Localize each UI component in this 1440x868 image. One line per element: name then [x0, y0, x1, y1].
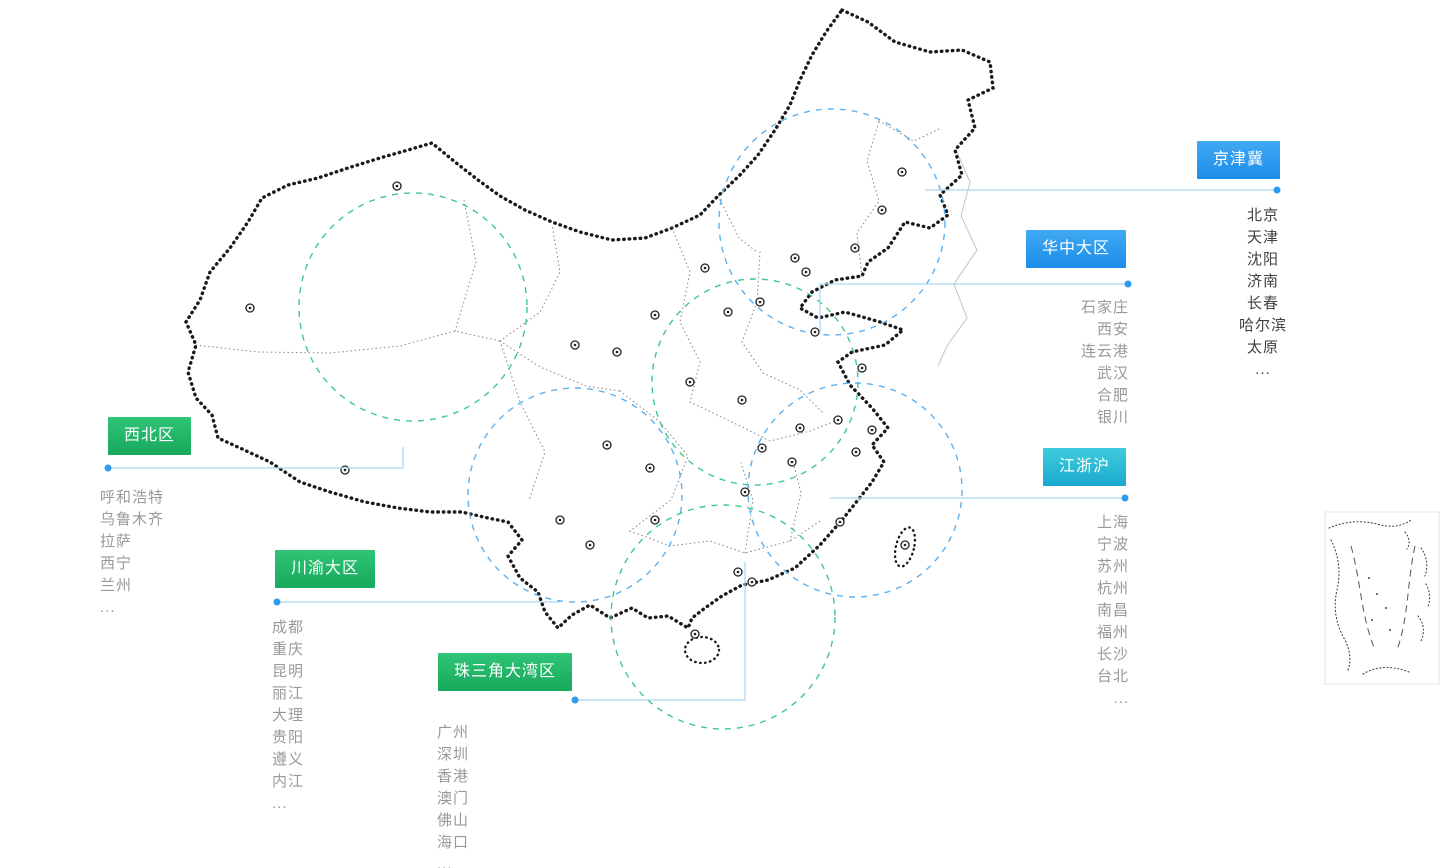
city: 太原: [1246, 339, 1279, 356]
south-china-sea-inset: [1324, 511, 1440, 685]
city: 杭州: [1096, 580, 1129, 597]
city: 台北: [1096, 668, 1129, 685]
city: 南昌: [1096, 602, 1129, 619]
connector-lines: [108, 189, 1277, 701]
region-tag-jingjinji: 京津冀: [1197, 141, 1281, 179]
circle-zhusanjiao: [610, 504, 836, 730]
city: 上海: [1096, 514, 1129, 531]
city: 海口: [437, 834, 470, 851]
province-borders: [195, 120, 940, 554]
city: ...: [272, 795, 288, 812]
region-tag-jiangzhehu: 江浙沪: [1043, 448, 1127, 486]
city: 佛山: [437, 812, 470, 829]
circle-jiangzhehu: [747, 382, 963, 598]
city: 重庆: [272, 641, 305, 658]
region-tag-chuanyu: 川渝大区: [275, 550, 376, 588]
city: 香港: [437, 768, 470, 785]
region-tag-xibei: 西北区: [108, 417, 192, 455]
city-list-huazhong: 石家庄 西安 连云港 武汉 合肥 银川: [1025, 297, 1129, 429]
city: 长沙: [1096, 646, 1129, 663]
connector-huazhong: [819, 283, 1128, 332]
city: 呼和浩特: [100, 489, 165, 506]
connector-zhusanjiao: [575, 562, 746, 701]
connector-xibei: [108, 447, 404, 469]
city: 宁波: [1096, 536, 1129, 553]
city-list-jiangzhehu: 上海 宁波 苏州 杭州 南昌 福州 长沙 台北 ...: [1025, 512, 1129, 710]
city: 内江: [272, 773, 305, 790]
circle-jingjinji: [718, 108, 946, 336]
region-circles: [298, 108, 963, 730]
taiwan-island: [893, 526, 917, 568]
city: 拉萨: [100, 533, 133, 550]
city: 丽江: [272, 685, 305, 702]
city: 大理: [272, 707, 305, 724]
city: 哈尔滨: [1238, 317, 1287, 334]
region-tag-zhusanjiao: 珠三角大湾区: [438, 653, 573, 691]
city: 遵义: [272, 751, 305, 768]
city: 西宁: [100, 555, 133, 572]
city-list-jingjinji: 北京 天津 沈阳 济南 长春 哈尔滨 太原 ...: [1211, 205, 1315, 381]
city: 澳门: [437, 790, 470, 807]
city: 连云港: [1080, 343, 1129, 360]
hainan-island: [683, 635, 721, 665]
city: 苏州: [1096, 558, 1129, 575]
city: 成都: [272, 619, 305, 636]
city: 天津: [1246, 229, 1279, 246]
city: 广州: [437, 724, 470, 741]
city: ...: [100, 599, 116, 616]
city: 兰州: [100, 577, 133, 594]
city: 西安: [1096, 321, 1129, 338]
circle-huazhong: [651, 278, 859, 486]
circle-chuanyu: [467, 387, 683, 603]
connector-dots: [104, 186, 1281, 704]
city: 银川: [1096, 409, 1129, 426]
city: ...: [1255, 361, 1271, 378]
city: 济南: [1246, 273, 1279, 290]
city: 北京: [1246, 207, 1279, 224]
city: 深圳: [437, 746, 470, 763]
china-outline: [184, 7, 995, 665]
city: 福州: [1096, 624, 1129, 641]
circle-xibei: [298, 192, 528, 422]
city: ...: [1113, 690, 1129, 707]
city: 长春: [1246, 295, 1279, 312]
city: 武汉: [1096, 365, 1129, 382]
city: 贵阳: [272, 729, 305, 746]
region-tag-huazhong: 华中大区: [1026, 230, 1127, 268]
city: 乌鲁木齐: [100, 511, 165, 528]
city-list-zhusanjiao: 广州 深圳 香港 澳门 佛山 海口 ...: [437, 722, 557, 868]
city: 石家庄: [1080, 299, 1129, 316]
city-list-xibei: 呼和浩特 乌鲁木齐 拉萨 西宁 兰州 ...: [100, 487, 220, 619]
neighbor-coastline: [937, 149, 978, 367]
city: 合肥: [1096, 387, 1129, 404]
city: 昆明: [272, 663, 305, 680]
city: 沈阳: [1246, 251, 1279, 268]
city: ...: [437, 856, 453, 868]
city-list-chuanyu: 成都 重庆 昆明 丽江 大理 贵阳 遵义 内江 ...: [272, 617, 392, 815]
